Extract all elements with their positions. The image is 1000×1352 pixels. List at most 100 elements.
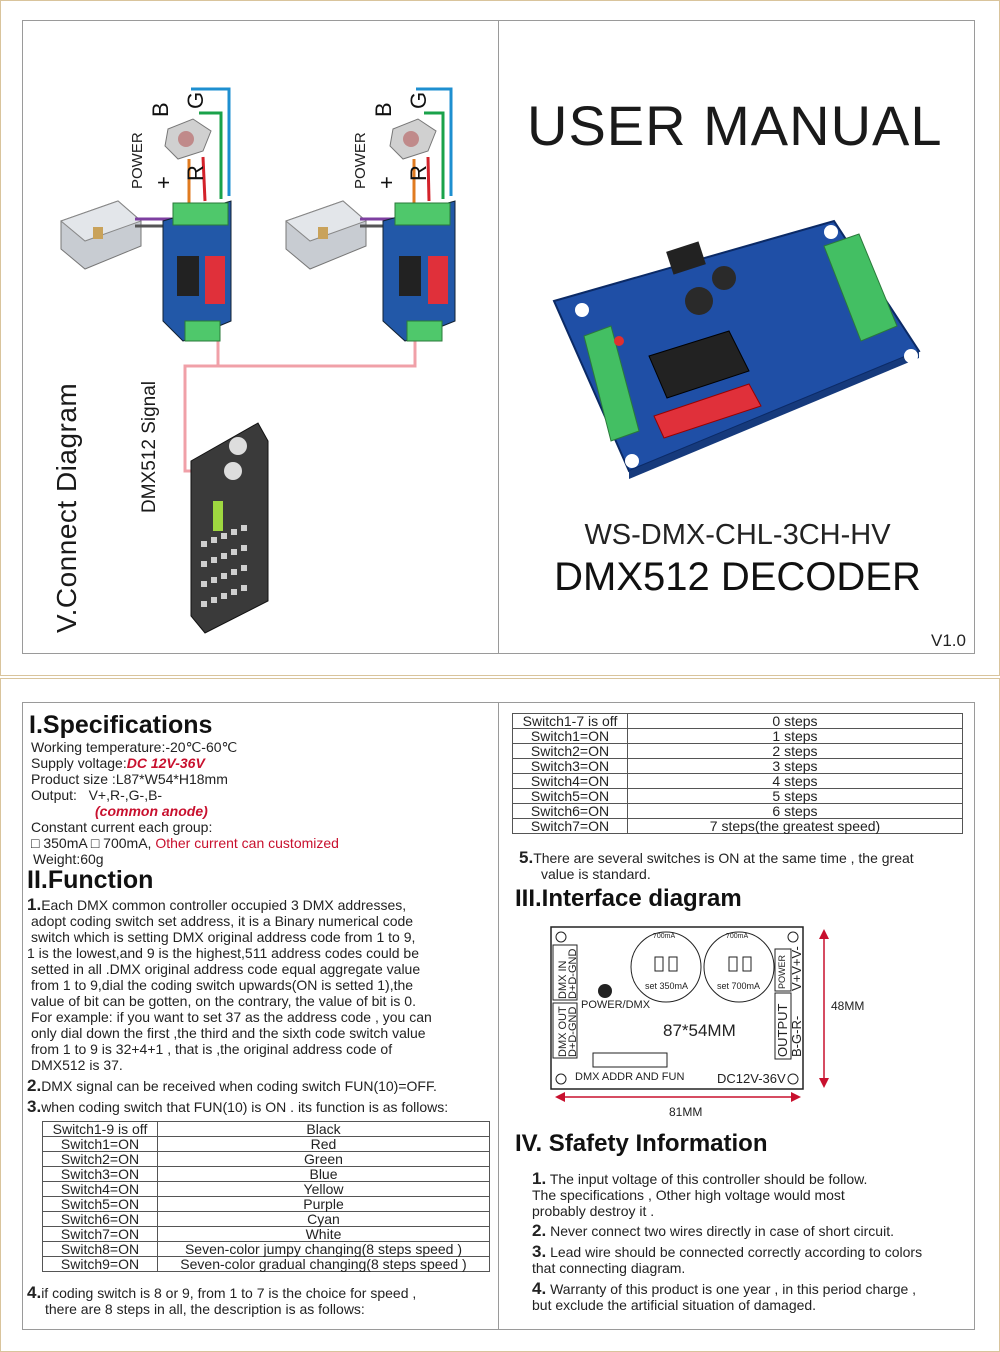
interface-diagram: DMX IN D+D-GND DMX OUT D+D-GND POWER/DMX… — [547, 921, 917, 1121]
unit-1 — [60, 87, 232, 342]
safety-3-line2: that connecting diagram. — [532, 1260, 686, 1276]
safety-item-4: 4. Warranty of this product is one year … — [532, 1279, 916, 1313]
voltage-label: DC12V-36V — [717, 1071, 786, 1086]
function-cell: Green — [157, 1151, 490, 1167]
function-cell: 3 steps — [627, 758, 963, 774]
function-number-3: 3. — [27, 1097, 42, 1116]
output-pins: B-G-R- — [789, 1015, 804, 1057]
safety-1-line3: probably destroy it . — [532, 1203, 655, 1219]
interface-heading: III.Interface diagram — [515, 885, 742, 912]
safety-heading: IV. Sfafety Information — [515, 1130, 768, 1157]
specifications-heading: I.Specifications — [29, 711, 213, 739]
supply-label: Supply voltage: — [31, 755, 127, 771]
power-label-2: POWER — [352, 132, 369, 189]
spec-weight: Weight:60g — [33, 851, 104, 867]
set-350-label: set 350mA — [645, 981, 689, 991]
function-p1-line: adopt coding switch set address, it is a… — [31, 913, 414, 929]
function-cell: 2 steps — [627, 743, 963, 759]
function-heading: II.Function — [27, 866, 154, 894]
safety-1-line1: The input voltage of this controller sho… — [549, 1171, 868, 1187]
function-cell: Purple — [157, 1196, 490, 1212]
function-p1-line: For example: if you want to set 37 as th… — [31, 1009, 432, 1025]
function-number-1: 1. — [27, 895, 42, 914]
switch-cell: Switch8=ON — [42, 1241, 158, 1257]
speed-note-line2: value is standard. — [541, 866, 651, 882]
function-p4-line1: if coding switch is 8 or 9, from 1 to 7 … — [41, 1285, 417, 1301]
dmx-console — [190, 422, 269, 634]
function-paragraph-3: 3.when coding switch that FUN(10) is ON … — [27, 1097, 449, 1116]
safety-number-1: 1. — [532, 1169, 547, 1188]
safety-number-4: 4. — [532, 1279, 547, 1298]
pin-g-label-1: G — [183, 91, 208, 109]
output-label: OUTPUT — [775, 1003, 790, 1057]
function-number-4: 4. — [27, 1283, 42, 1302]
power-terminal-label: POWER — [777, 954, 787, 989]
function-p2-text: DMX signal can be received when coding s… — [41, 1078, 437, 1094]
function-cell: Yellow — [157, 1181, 490, 1197]
function-cell: 4 steps — [627, 773, 963, 789]
function-cell: 1 steps — [627, 728, 963, 744]
function-p1-line: Each DMX common controller occupied 3 DM… — [41, 897, 407, 913]
switch-cell: Switch6=ON — [512, 803, 628, 819]
function-p1-line: only dial down the first ,the third and … — [31, 1025, 426, 1041]
current-options: □ 350mA □ 700mA, — [31, 835, 156, 851]
function-p3-text: when coding switch that FUN(10) is ON . … — [41, 1099, 449, 1115]
function-p1-line: DMX512 is 37. — [31, 1057, 123, 1073]
safety-2-text: Never connect two wires directly in case… — [550, 1223, 894, 1239]
speed-note-number: 5. — [519, 848, 534, 867]
spec-current-options: □ 350mA □ 700mA, Other current can custo… — [31, 835, 339, 851]
pin-b-label-1: B — [148, 102, 173, 117]
power-dmx-label: POWER/DMX — [581, 999, 651, 1011]
switch-cell: Switch7=ON — [42, 1226, 158, 1242]
version-label: V1.0 — [931, 631, 966, 650]
switch-cell: Switch1-7 is off — [512, 713, 628, 729]
spec-working-temp: Working temperature:-20℃-60℃ — [31, 739, 238, 755]
switch-cell: Switch5=ON — [512, 788, 628, 804]
product-photo — [552, 219, 921, 479]
power-supply-1 — [60, 200, 142, 270]
set-700-label: set 700mA — [717, 981, 761, 991]
switch-cell: Switch2=ON — [42, 1151, 158, 1167]
function-p1-line: value of bit can be gotten, on the contr… — [31, 993, 416, 1009]
height-dimension: 48MM — [831, 999, 865, 1013]
safety-item-3: 3. Lead wire should be connected correct… — [532, 1242, 922, 1276]
switch-cell: Switch1-9 is off — [42, 1121, 158, 1137]
supply-value: DC 12V-36V — [126, 755, 205, 771]
connect-diagram-panel: V.Connect Diagram DMX512 Signal POWER + … — [22, 20, 499, 654]
function-cell: 5 steps — [627, 788, 963, 804]
board-size-label: 87*54MM — [663, 1021, 736, 1040]
plus-label-1: + — [151, 176, 176, 189]
safety-item-2: 2. Never connect two wires directly in c… — [532, 1222, 894, 1239]
safety-4-line2: but exclude the artificial situation of … — [532, 1297, 817, 1313]
function-number-2: 2. — [27, 1076, 42, 1095]
switch-cell: Switch5=ON — [42, 1196, 158, 1212]
switch-cell: Switch3=ON — [512, 758, 628, 774]
function-cell: 7 steps(the greatest speed) — [627, 818, 963, 834]
current-custom: Other current can customized — [155, 835, 339, 851]
function-p1-line: from 1 to 9 is 32+4+1 , that is ,the ori… — [31, 1041, 393, 1057]
spec-constant-current: Constant current each group: — [31, 819, 213, 835]
power-supply-2 — [285, 200, 367, 270]
dmx-addr-label: DMX ADDR AND FUN — [575, 1071, 685, 1083]
user-manual-title: USER MANUAL — [527, 94, 943, 157]
product-name: DMX512 DECODER — [554, 555, 921, 599]
safety-number-3: 3. — [532, 1242, 547, 1261]
function-cell: Seven-color gradual changing(8 steps spe… — [157, 1256, 490, 1272]
function-paragraph-2: 2.DMX signal can be received when coding… — [27, 1076, 437, 1095]
cap1-label: 700mA — [653, 933, 676, 940]
specifications-list: Working temperature:-20℃-60℃ Supply volt… — [31, 739, 339, 867]
function-paragraph-1: 1.Each DMX common controller occupied 3 … — [27, 895, 497, 1073]
